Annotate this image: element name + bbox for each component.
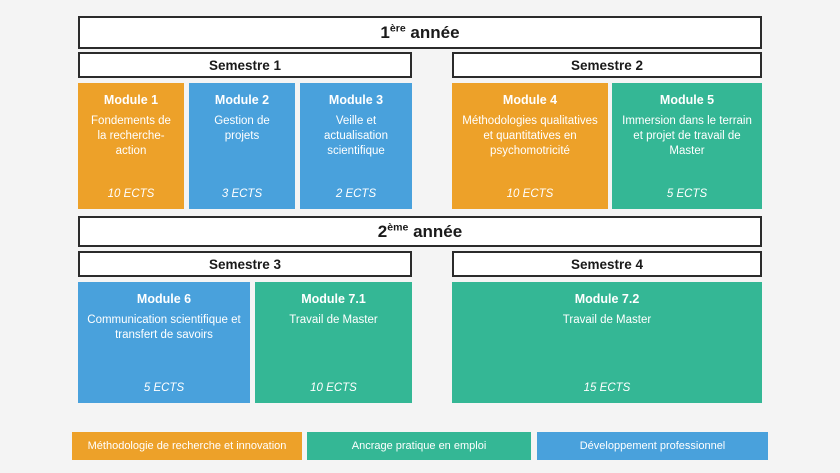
semester-1-label: Semestre 1 <box>208 57 282 73</box>
legend-label: Méthodologie de recherche et innovation <box>87 440 287 452</box>
module-title: Module 4 <box>502 93 558 107</box>
year-1-label: 1ère année <box>380 21 460 42</box>
year-header-2: 2ème année <box>78 216 762 247</box>
legend-item-ancrage[interactable]: Ancrage pratique en emploi <box>307 432 531 460</box>
year-header-1: 1ère année <box>78 16 762 49</box>
module-title: Module 3 <box>328 93 384 107</box>
semester-header-2: Semestre 2 <box>452 52 762 78</box>
semester-header-1: Semestre 1 <box>78 52 412 78</box>
module-description: Fondements de la recherche-action <box>91 114 171 157</box>
module-ects: 10 ECTS <box>107 188 155 200</box>
module-card-5[interactable]: Module 5 Immersion dans le terrain et pr… <box>612 83 762 209</box>
module-title: Module 1 <box>103 93 159 107</box>
module-card-1[interactable]: Module 1 Fondements de la recherche-acti… <box>78 83 184 209</box>
module-card-3[interactable]: Module 3 Veille et actualisation scienti… <box>300 83 412 209</box>
legend-label: Développement professionnel <box>579 440 726 452</box>
module-ects: 10 ECTS <box>506 188 554 200</box>
module-ects: 5 ECTS <box>666 188 708 200</box>
module-card-6[interactable]: Module 6 Communication scientifique et t… <box>78 282 250 403</box>
module-title: Module 6 <box>136 292 192 306</box>
module-description: Méthodologies qualitatives et quantitati… <box>462 114 598 157</box>
module-description: Communication scientifique et transfert … <box>87 313 241 341</box>
module-ects: 2 ECTS <box>335 188 377 200</box>
module-ects: 3 ECTS <box>221 188 263 200</box>
module-description: Veille et actualisation scientifique <box>324 114 388 157</box>
module-description: Immersion dans le terrain et projet de t… <box>622 114 752 157</box>
semester-header-3: Semestre 3 <box>78 251 412 277</box>
module-card-2[interactable]: Module 2 Gestion de projets 3 ECTS <box>189 83 295 209</box>
module-description: Travail de Master <box>289 313 378 326</box>
module-title: Module 5 <box>659 93 715 107</box>
legend-item-developpement[interactable]: Développement professionnel <box>537 432 768 460</box>
module-title: Module 7.2 <box>574 292 640 306</box>
module-ects: 15 ECTS <box>583 382 631 394</box>
module-card-7-2[interactable]: Module 7.2 Travail de Master 15 ECTS <box>452 282 762 403</box>
semester-2-label: Semestre 2 <box>570 57 644 73</box>
semester-4-label: Semestre 4 <box>570 256 644 272</box>
module-description: Travail de Master <box>562 313 652 326</box>
year-2-label: 2ème année <box>377 220 463 241</box>
semester-3-label: Semestre 3 <box>208 256 282 272</box>
module-ects: 5 ECTS <box>143 382 185 394</box>
module-title: Module 7.1 <box>301 292 366 306</box>
module-title: Module 2 <box>214 93 270 107</box>
legend-item-methodologie[interactable]: Méthodologie de recherche et innovation <box>72 432 302 460</box>
module-card-4[interactable]: Module 4 Méthodologies qualitatives et q… <box>452 83 608 209</box>
legend-label: Ancrage pratique en emploi <box>351 440 487 452</box>
semester-header-4: Semestre 4 <box>452 251 762 277</box>
module-card-7-1[interactable]: Module 7.1 Travail de Master 10 ECTS <box>255 282 412 403</box>
module-ects: 10 ECTS <box>310 382 357 394</box>
module-description: Gestion de projets <box>214 114 270 142</box>
